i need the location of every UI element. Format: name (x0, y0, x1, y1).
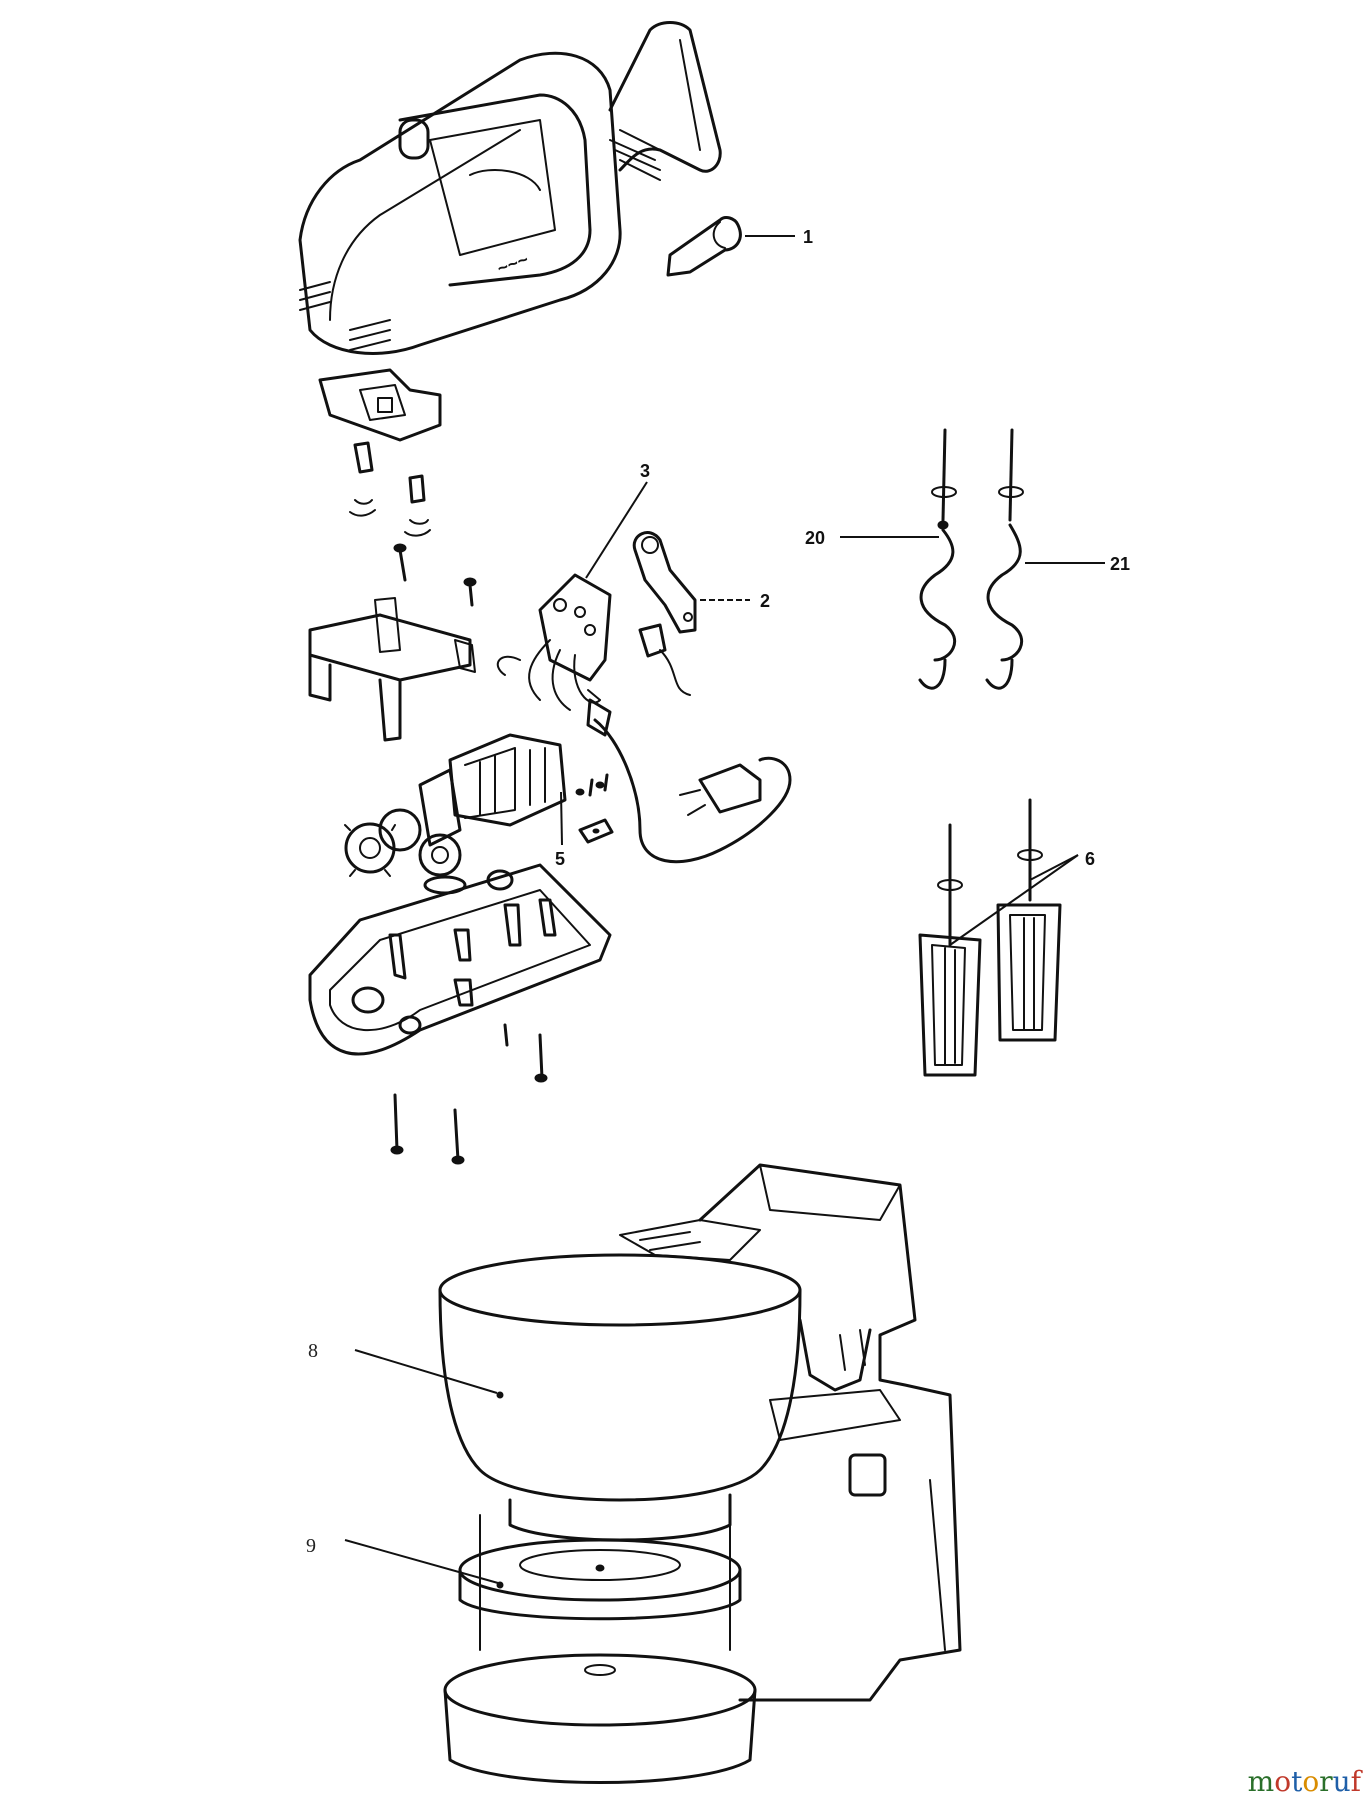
part-8-bowl: 8 (308, 1253, 802, 1542)
part-21-dough-hook: 21 (985, 428, 1130, 690)
watermark-logo: motoruf (1248, 1768, 1361, 1796)
watermark-letter: r (1319, 1765, 1333, 1798)
housing-lettering: ~~~ (495, 249, 531, 279)
vent-slots (299, 281, 391, 351)
watermark-letter: f (1350, 1765, 1361, 1798)
base-plate (318, 368, 442, 442)
watermark-letter: t (1291, 1765, 1303, 1798)
callout-5: 5 (555, 849, 565, 869)
watermark-letter: o (1274, 1765, 1292, 1798)
bottom-housing (308, 863, 612, 1056)
stand-base (443, 1509, 757, 1784)
part-5-motor-assembly: 5 (344, 733, 567, 895)
handle-bracket (608, 21, 722, 181)
part-1-release-button: 1 (666, 216, 813, 277)
callout-1: 1 (803, 227, 813, 247)
part-20-dough-hook: 20 (805, 428, 957, 690)
callout-21: 21 (1110, 554, 1130, 574)
part-2-speed-lever: 2 (632, 531, 770, 696)
mixer-stand (619, 1163, 962, 1702)
power-cord-plug (575, 689, 792, 864)
screws-upper (349, 441, 477, 607)
part-3-terminal-block: 3 (496, 461, 650, 711)
watermark-letter: o (1302, 1765, 1320, 1798)
watermark-letter: m (1247, 1765, 1275, 1798)
callout-6: 6 (1085, 849, 1095, 869)
callout-20: 20 (805, 528, 825, 548)
callout-3: 3 (640, 461, 650, 481)
callout-8: 8 (308, 1340, 318, 1362)
screws-lower (390, 1023, 548, 1165)
callout-2: 2 (760, 591, 770, 611)
switch-bracket (308, 597, 476, 742)
watermark-letter: u (1332, 1765, 1351, 1798)
part-6-beaters: 6 (918, 798, 1095, 1077)
callout-9: 9 (306, 1535, 316, 1557)
mixer-housing: ~~~ (298, 51, 622, 355)
part-9-turntable: 9 (306, 1535, 742, 1621)
